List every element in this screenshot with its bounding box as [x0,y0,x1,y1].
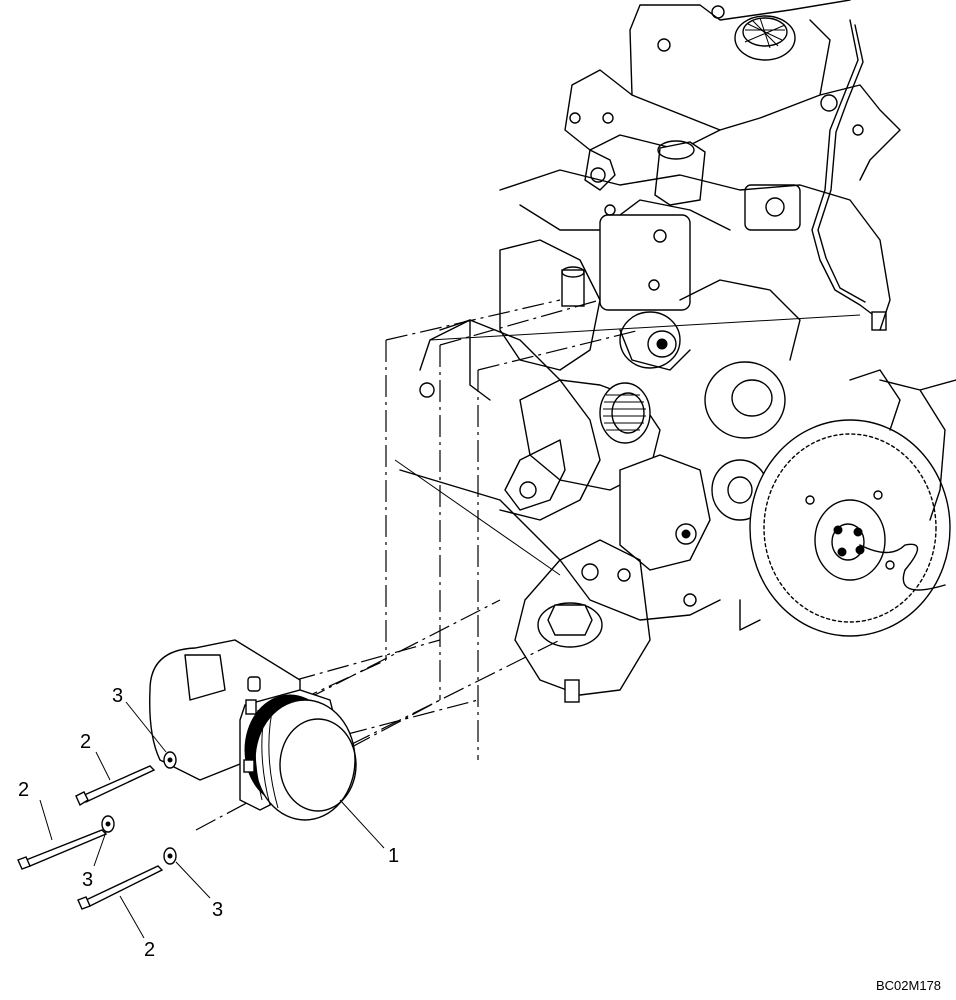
callout-2-upper: 2 [80,731,91,753]
bolt-illustration [17,765,164,910]
compressor-illustration [149,639,357,821]
leader-lines [39,701,385,939]
callout-3-lower: 3 [212,899,223,921]
callout-3-upper: 3 [112,685,123,707]
callout-2-left: 2 [18,779,29,801]
engine-illustration [394,0,956,703]
callout-1: 1 [388,845,399,867]
drawing-code: BC02M178 [876,978,941,993]
callout-3-middle: 3 [82,869,93,891]
callout-2-lower: 2 [144,939,155,961]
washer-illustration [101,751,177,865]
